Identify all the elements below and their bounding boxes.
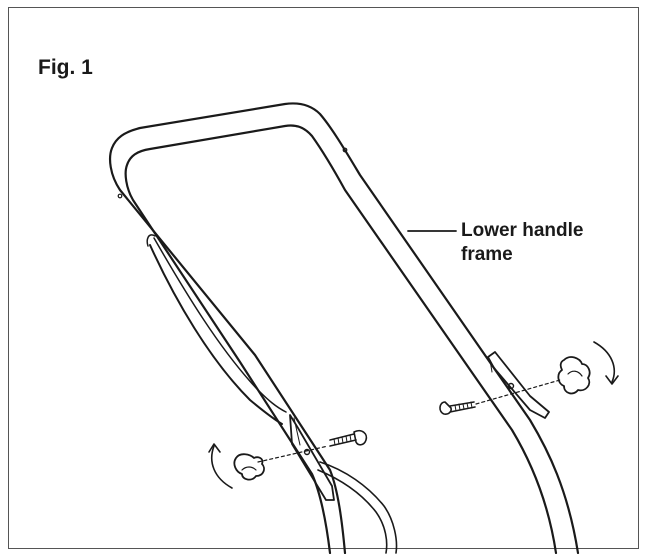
left-bracket — [289, 414, 335, 501]
cable — [317, 461, 398, 554]
callout-label-line1: Lower handle — [461, 220, 584, 241]
callout-label-lower-handle-frame: Lower handle frame — [461, 219, 583, 267]
right-rotation-arrow — [593, 341, 619, 385]
callout-label-line2: frame — [461, 244, 513, 265]
grass-bag — [146, 234, 287, 425]
left-bolt — [329, 429, 368, 447]
right-bracket — [487, 351, 550, 419]
figure-title: Fig. 1 — [38, 56, 93, 79]
right-knob — [557, 356, 591, 395]
left-knob — [233, 453, 265, 481]
alignment-lines — [257, 379, 561, 463]
right-bolt — [439, 401, 476, 415]
left-rotation-arrow — [208, 443, 233, 489]
lower-handle-frame — [109, 102, 580, 554]
